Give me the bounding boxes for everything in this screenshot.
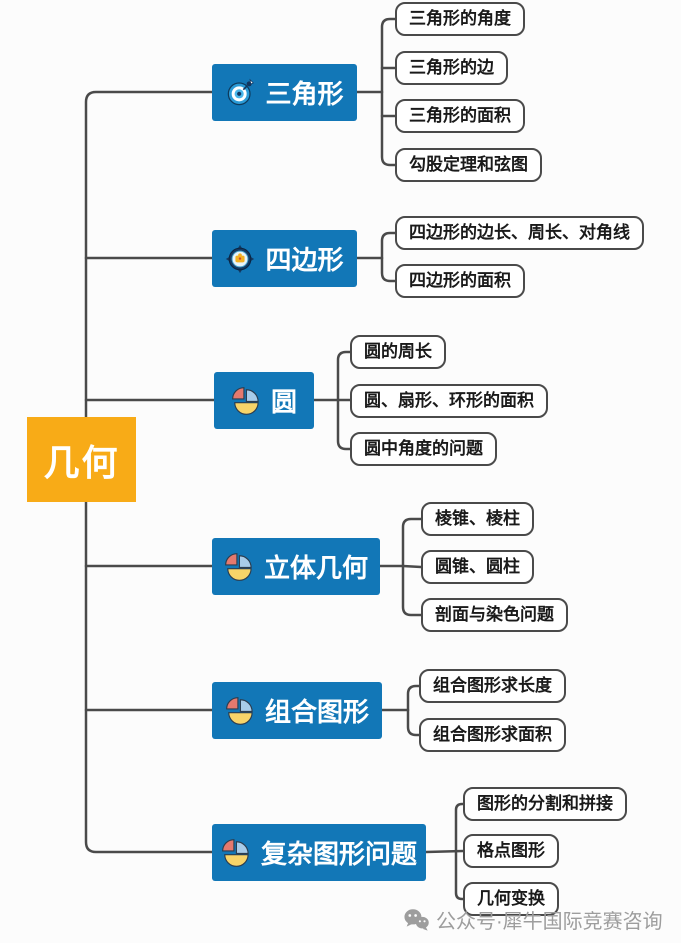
leaf-node-pyramid-prism[interactable]: 棱锥、棱柱 <box>421 502 534 537</box>
leaf-node-geometric-transforms[interactable]: 几何变换 <box>463 882 559 917</box>
pie-chart-icon <box>226 696 253 725</box>
branch-node-triangle[interactable]: 三角形 <box>212 64 357 121</box>
leaf-node-composite-length[interactable]: 组合图形求长度 <box>419 669 566 704</box>
pie-chart-icon <box>225 552 252 581</box>
branch-node-quadrilateral[interactable]: 四边形 <box>212 230 357 287</box>
branch-label: 立体几何 <box>263 553 368 583</box>
leaf-node-pythagorean-theorem[interactable]: 勾股定理和弦图 <box>395 148 542 183</box>
branch-node-composite-figures[interactable]: 组合图形 <box>212 682 382 739</box>
leaf-node-circle-sector-ring-area[interactable]: 圆、扇形、环形的面积 <box>350 384 548 419</box>
pie-chart-icon <box>222 838 249 867</box>
branch-label: 组合图形 <box>264 697 369 727</box>
leaf-node-circle-angle-problems[interactable]: 圆中角度的问题 <box>350 432 497 467</box>
branch-label: 圆 <box>270 387 297 417</box>
compass-badge-icon <box>225 243 256 274</box>
leaf-node-quad-area[interactable]: 四边形的面积 <box>395 264 525 299</box>
leaf-node-lattice-figures[interactable]: 格点图形 <box>463 834 559 869</box>
branch-node-complex-figure-problems[interactable]: 复杂图形问题 <box>212 824 426 881</box>
leaf-node-cone-cylinder[interactable]: 圆锥、圆柱 <box>421 550 534 585</box>
leaf-node-triangle-sides[interactable]: 三角形的边 <box>395 51 508 86</box>
leaf-node-composite-area[interactable]: 组合图形求面积 <box>419 718 566 753</box>
branch-label: 复杂图形问题 <box>260 839 417 869</box>
leaf-node-quad-perimeter-diagonal[interactable]: 四边形的边长、周长、对角线 <box>395 216 644 251</box>
leaf-node-triangle-angles[interactable]: 三角形的角度 <box>395 2 525 37</box>
leaf-node-cross-section-coloring[interactable]: 剖面与染色问题 <box>421 598 568 633</box>
leaf-node-figure-split-join[interactable]: 图形的分割和拼接 <box>463 787 627 822</box>
watermark: 公众号·犀牛国际竞赛咨询 <box>403 905 663 934</box>
root-node-geometry[interactable]: 几何 <box>27 417 136 502</box>
wechat-icon <box>404 909 429 931</box>
branch-node-solid-geometry[interactable]: 立体几何 <box>212 538 380 595</box>
leaf-node-circle-circumference[interactable]: 圆的周长 <box>350 335 446 370</box>
branch-node-circle[interactable]: 圆 <box>214 372 314 429</box>
dartboard-icon <box>227 78 255 105</box>
branch-label: 四边形 <box>265 245 344 275</box>
watermark-text: 公众号·犀牛国际竞赛咨询 <box>436 911 663 933</box>
leaf-node-triangle-area[interactable]: 三角形的面积 <box>395 99 525 134</box>
pie-chart-icon <box>232 386 259 415</box>
branch-label: 三角形 <box>265 79 344 109</box>
